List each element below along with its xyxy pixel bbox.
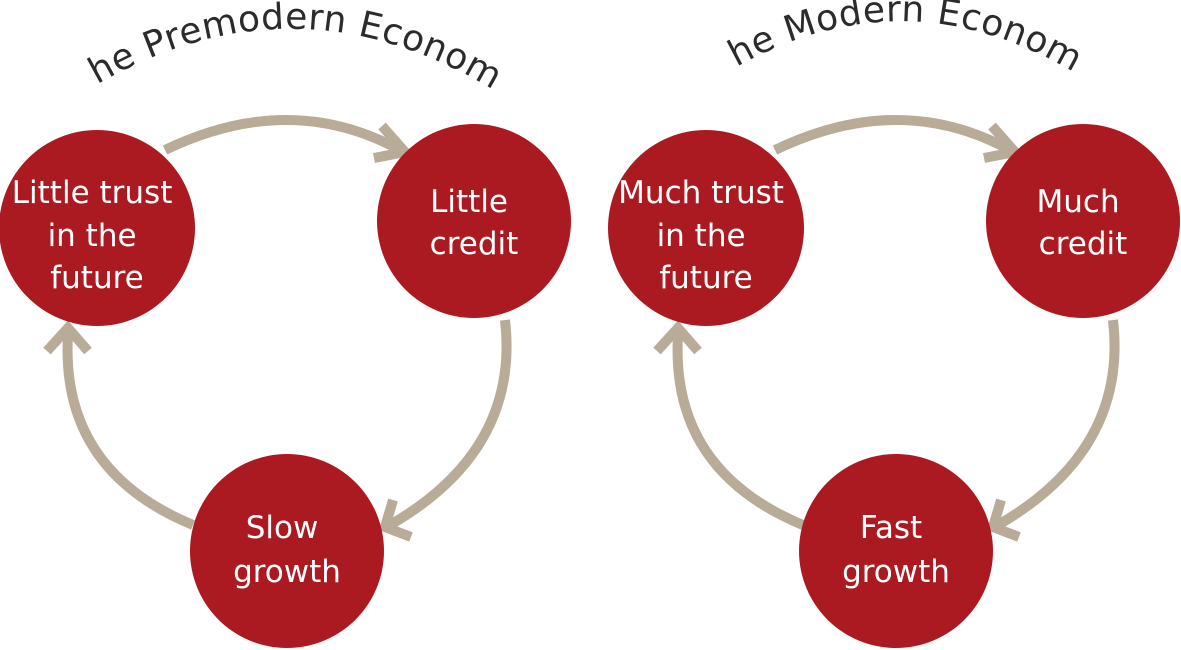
svg-text:Fast growth: Fast growth	[842, 510, 950, 590]
premodern-title-text: The Premodern Economy	[0, 0, 509, 98]
modern-node-much-credit-line-1: Much	[1037, 184, 1120, 220]
modern-node-fast-growth: Fast growth	[799, 454, 993, 648]
premodern-node-little-credit-line-2: credit	[430, 226, 519, 262]
modern-node-much-trust-line-2: in the	[657, 218, 746, 254]
premodern-node-little-trust: Little trust in the future	[0, 130, 195, 326]
premodern-node-little-credit-line-1: Little	[430, 184, 508, 220]
modern-arrow-growth-to-trust	[653, 320, 805, 530]
premodern-node-slow-growth-circle	[190, 454, 384, 648]
modern-node-fast-growth-line-1: Fast	[860, 510, 922, 546]
modern-arrow-trust-to-credit	[772, 115, 1025, 163]
modern-node-much-trust-line-3: future	[659, 260, 753, 296]
svg-text:Little credit: Little credit	[430, 184, 519, 262]
svg-text:Little trust in the: Little trust in the future	[12, 175, 182, 296]
premodern-title: The Premodern Economy	[0, 0, 509, 98]
premodern-node-little-trust-line-1: Little trust	[12, 175, 173, 211]
premodern-arrow-credit-to-growth	[378, 319, 512, 542]
premodern-node-slow-growth-line-2: growth	[233, 554, 341, 590]
svg-text:Much credit: Much credit	[1037, 184, 1130, 262]
premodern-arrow-trust-to-credit	[162, 115, 415, 163]
svg-text:Much trust in the: Much trust in the future	[618, 175, 794, 296]
modern-node-much-trust-circle	[608, 130, 804, 326]
modern-node-much-credit-line-2: credit	[1039, 226, 1128, 262]
premodern-node-little-credit-circle	[377, 124, 571, 318]
premodern-node-little-trust-line-3: future	[50, 260, 144, 296]
svg-text:Slow growth: Slow growth	[233, 510, 341, 590]
modern-arrow-credit-to-growth	[986, 319, 1120, 542]
modern-node-much-trust-line-1: Much trust	[618, 175, 784, 211]
premodern-node-little-trust-circle	[0, 130, 195, 326]
modern-node-fast-growth-line-2: growth	[842, 554, 950, 590]
premodern-arrow-growth-to-trust	[43, 320, 195, 530]
premodern-node-slow-growth: Slow growth	[190, 454, 384, 648]
modern-node-much-trust: Much trust in the future	[608, 130, 804, 326]
premodern-node-little-trust-line-2: in the	[48, 218, 137, 254]
premodern-node-slow-growth-line-1: Slow	[246, 510, 319, 546]
modern-node-fast-growth-circle	[799, 454, 993, 648]
premodern-cycle: The Premodern Economy Little trust in th…	[0, 0, 571, 648]
premodern-node-little-credit: Little credit	[377, 124, 571, 318]
modern-node-much-credit-circle	[986, 124, 1180, 318]
modern-node-much-credit: Much credit	[986, 124, 1180, 318]
